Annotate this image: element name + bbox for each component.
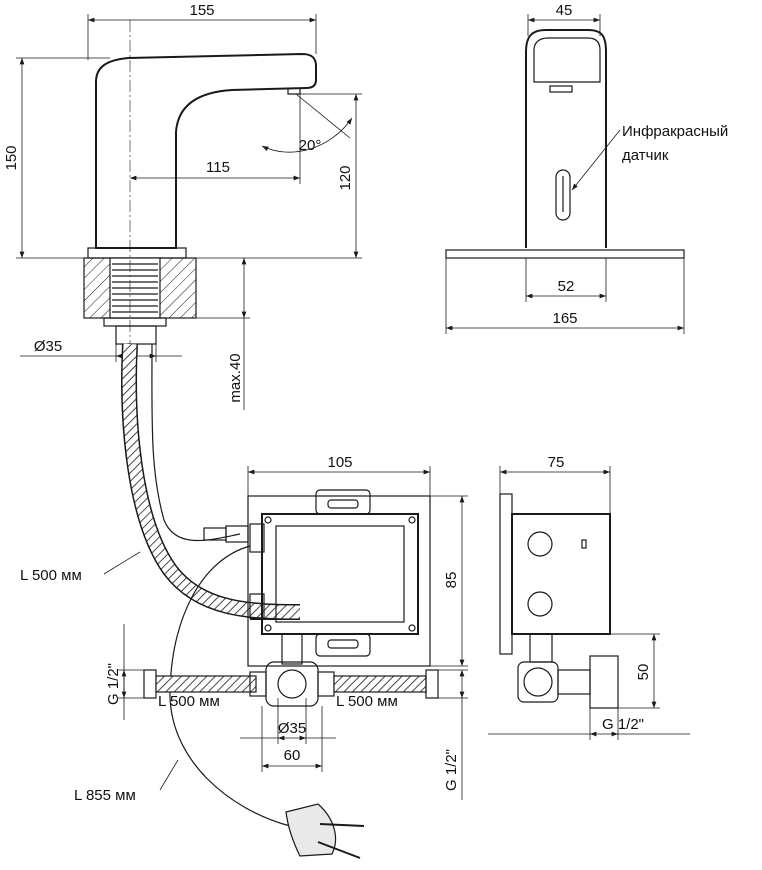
power-plug <box>285 803 337 857</box>
dim-75: 75 <box>548 454 565 471</box>
side-connector <box>589 655 619 709</box>
front-spout-top <box>533 37 601 83</box>
side-box <box>511 513 611 635</box>
dim-45: 45 <box>556 2 573 19</box>
box-cover <box>261 513 419 635</box>
faucet-base-plate <box>87 247 187 259</box>
left-hose <box>155 675 257 693</box>
front-base-plate <box>445 249 685 259</box>
side-port-upper <box>527 531 553 557</box>
faucet-side-view: 155 150 115 120 20° Ø35 max.40 <box>3 2 362 410</box>
side-port-lower <box>527 591 553 617</box>
infrared-sensor-window <box>555 169 571 221</box>
dim-120: 120 <box>337 165 354 190</box>
hoses: L 500 мм L 855 мм <box>20 343 365 859</box>
dim-52: 52 <box>558 278 575 295</box>
control-box-side: 75 50 G 1/2" <box>488 454 690 740</box>
dim-165: 165 <box>552 310 577 327</box>
dim-60: 60 <box>284 747 301 764</box>
dim-115: 115 <box>206 159 230 176</box>
control-box-front: L 500 мм L 500 мм 105 85 G 1/2" G 1/2" Ø… <box>105 454 468 800</box>
dim-angle: 20° <box>299 137 322 154</box>
hose-right-label: L 500 мм <box>336 693 398 710</box>
dim-105: 105 <box>327 454 352 471</box>
box-bottom-tab <box>315 633 371 657</box>
dim-85: 85 <box>443 572 460 589</box>
dim-150: 150 <box>3 145 20 170</box>
sensor-label-2: датчик <box>622 147 669 164</box>
mounting-nut <box>103 317 167 327</box>
thread-left-label: G 1/2" <box>105 663 122 705</box>
inlet-port <box>277 669 307 699</box>
front-body-outline <box>525 29 607 248</box>
hose-connector <box>115 325 157 345</box>
dim-max-thickness: max.40 <box>227 353 244 402</box>
side-plate <box>499 493 513 655</box>
hose-left-label: L 500 мм <box>158 693 220 710</box>
box-top-tab <box>315 489 371 515</box>
faucet-body-outline <box>95 52 317 249</box>
faucet-front-view: 45 Инфракрасный датчик 52 165 <box>445 2 728 334</box>
dim-hose-diameter: Ø35 <box>34 338 62 355</box>
inlet-body <box>265 661 319 707</box>
box-back-plate <box>247 495 431 667</box>
cable-label: L 855 мм <box>74 787 136 804</box>
right-hose <box>333 675 427 693</box>
front-aerator <box>549 85 573 93</box>
dim-inlet-diameter: Ø35 <box>278 720 306 737</box>
dim-50: 50 <box>635 664 652 681</box>
left-nut <box>143 669 157 699</box>
thread-side-label: G 1/2" <box>602 716 644 733</box>
thread-bottom-label: G 1/2" <box>443 749 460 791</box>
hose-upper-label: L 500 мм <box>20 567 82 584</box>
sensor-label-1: Инфракрасный <box>622 123 728 140</box>
shank-threads <box>112 263 158 313</box>
braided-hose-outline <box>121 343 301 620</box>
aerator <box>287 88 301 95</box>
dim-155: 155 <box>189 2 214 19</box>
right-nut <box>425 669 439 699</box>
